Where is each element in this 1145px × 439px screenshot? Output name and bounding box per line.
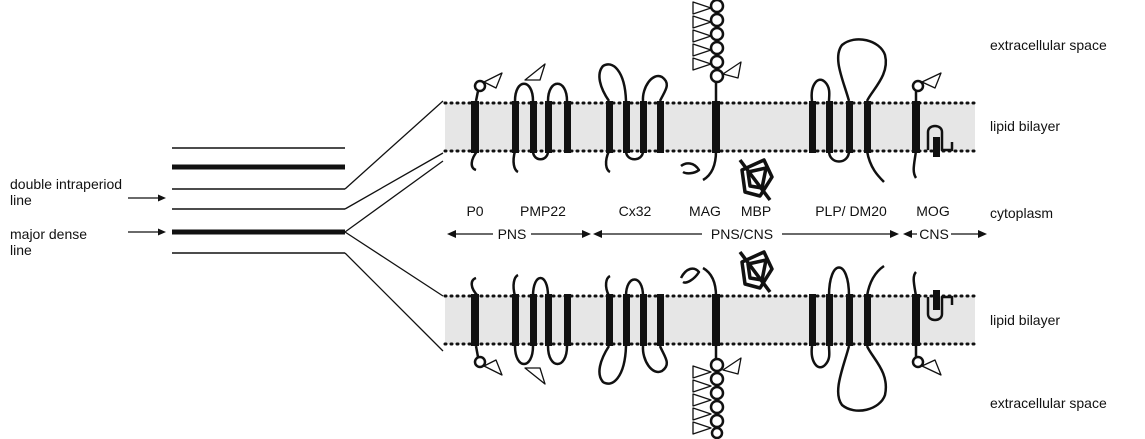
double-intraperiod-line-label: double intraperiod line xyxy=(10,176,126,208)
protein-label-mbp: MBP xyxy=(741,203,771,219)
group-label-pns-cns: PNS/CNS xyxy=(711,226,773,242)
protein-label-plp-dm20: PLP/ DM20 xyxy=(815,203,887,219)
protein-label-pmp22: PMP22 xyxy=(520,203,566,219)
lipid-bilayer-label-bottom: lipid bilayer xyxy=(990,312,1060,328)
cytoplasm-label: cytoplasm xyxy=(990,205,1053,221)
region-labels: extracellular space lipid bilayer cytopl… xyxy=(990,37,1107,411)
mbp-protein-lower xyxy=(740,252,772,292)
glycosylation-triangle-icon xyxy=(484,360,502,375)
mbp-protein-upper xyxy=(740,160,772,200)
glycosylation-triangle-icon xyxy=(484,73,502,88)
extracellular-space-label-bottom: extracellular space xyxy=(990,395,1107,411)
glycosylation-triangle-icon xyxy=(922,360,941,375)
protein-label-mog: MOG xyxy=(916,203,949,219)
upper-lipid-bilayer xyxy=(445,103,975,151)
myelin-periodic-lines xyxy=(172,148,345,253)
group-label-cns: CNS xyxy=(919,226,949,242)
protein-labels: P0 PMP22 Cx32 MAG MBP PLP/ DM20 MOG xyxy=(466,203,949,219)
lower-lipid-bilayer xyxy=(445,296,975,344)
pointer-arrow-intraperiod xyxy=(128,195,166,202)
glycosylation-triangle-icon xyxy=(525,368,545,384)
glycosylation-triangle-icon xyxy=(922,73,941,88)
extracellular-space-label-top: extracellular space xyxy=(990,37,1107,53)
mag-protein-upper xyxy=(681,0,741,180)
protein-label-cx32: Cx32 xyxy=(619,203,652,219)
mag-protein-lower xyxy=(681,268,741,438)
upper-membrane-proteins xyxy=(471,0,952,200)
protein-label-p0: P0 xyxy=(466,203,483,219)
lipid-bilayer-label-top: lipid bilayer xyxy=(990,118,1060,134)
glycosylation-triangle-icon xyxy=(525,64,545,80)
lower-membrane-proteins xyxy=(471,252,952,438)
zoom-lines xyxy=(345,101,443,351)
protein-label-mag: MAG xyxy=(689,203,721,219)
group-label-pns: PNS xyxy=(498,226,527,242)
major-dense-line-label: major dense line xyxy=(10,226,91,258)
pointer-arrow-major-dense xyxy=(128,229,166,236)
